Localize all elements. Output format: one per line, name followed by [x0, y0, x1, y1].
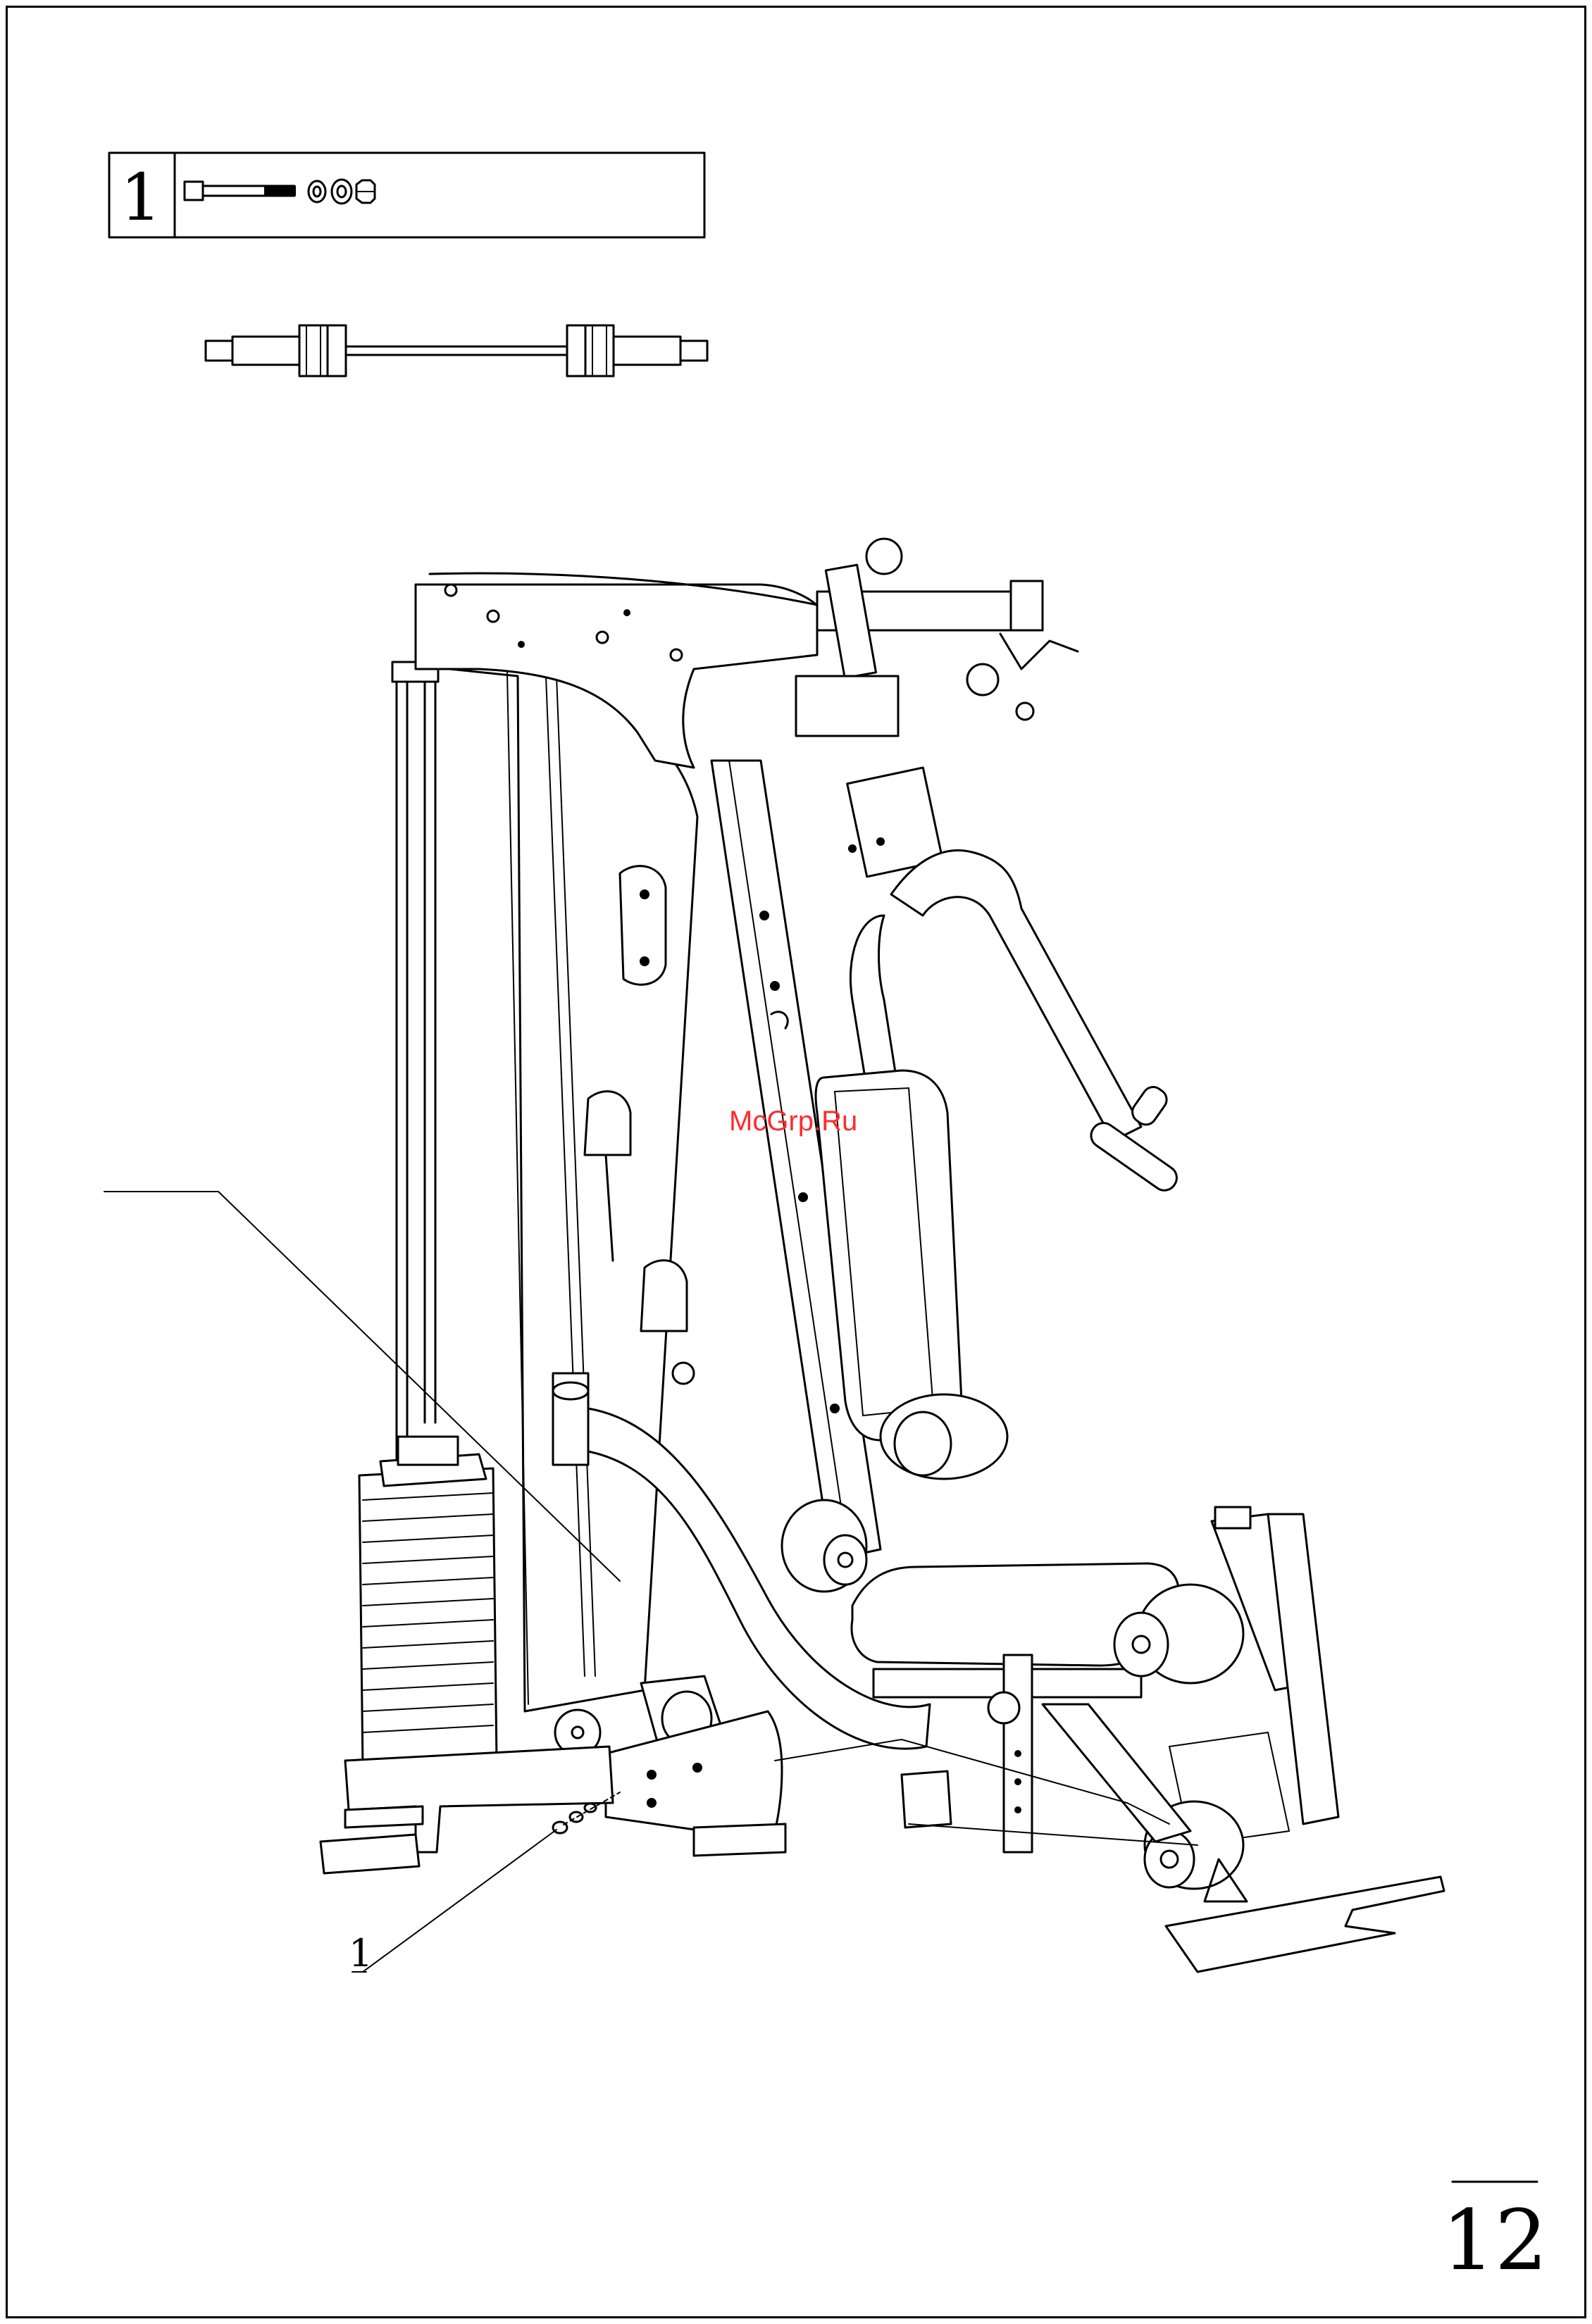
weight-stack	[359, 1437, 497, 1768]
home-gym-illustration	[321, 539, 1444, 1972]
parts-box: 1	[109, 153, 704, 237]
nut-icon	[356, 180, 375, 203]
parts-step-number: 1	[120, 160, 162, 235]
bolt-icon	[185, 182, 296, 200]
washer-icon	[309, 180, 352, 204]
watermark: McGrp.Ru	[729, 1106, 857, 1137]
bolt-assembly-diagram	[206, 325, 707, 376]
callout-label: 1	[349, 1931, 373, 1975]
page-number: 12	[1442, 2192, 1548, 2289]
